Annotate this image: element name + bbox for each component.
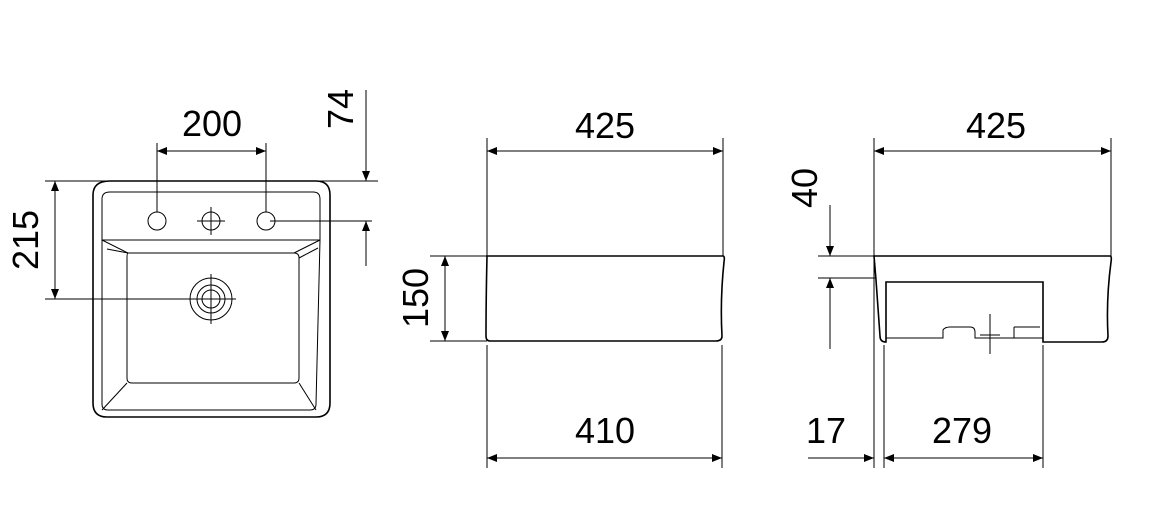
tap-hole-left bbox=[147, 211, 167, 231]
bevel-line bbox=[293, 239, 321, 254]
dim-74: 74 bbox=[320, 89, 361, 129]
dim-425-side: 425 bbox=[966, 105, 1026, 146]
front-view-outline bbox=[485, 255, 726, 342]
front-view: 425 150 410 bbox=[395, 105, 726, 468]
top-view-outline bbox=[92, 180, 331, 418]
top-view: 200 74 215 bbox=[5, 89, 378, 418]
top-view-bowl-outer bbox=[101, 239, 321, 411]
side-view-inner bbox=[885, 282, 1043, 339]
dim-150: 150 bbox=[395, 268, 436, 328]
side-view-outline bbox=[873, 255, 1113, 343]
dim-410: 410 bbox=[575, 410, 635, 451]
dim-200: 200 bbox=[182, 103, 242, 144]
side-view: 425 40 17 279 bbox=[784, 105, 1113, 468]
bevel-line bbox=[298, 247, 319, 259]
dim-279: 279 bbox=[932, 410, 992, 451]
bevel-line bbox=[298, 382, 317, 411]
bevel-line bbox=[106, 248, 129, 254]
bevel-line bbox=[101, 382, 128, 411]
dim-40: 40 bbox=[784, 168, 825, 208]
dim-215: 215 bbox=[5, 210, 46, 270]
top-view-bowl-inner bbox=[126, 252, 300, 384]
dim-17: 17 bbox=[806, 410, 846, 451]
bevel-line bbox=[101, 239, 129, 254]
dim-425-front: 425 bbox=[575, 105, 635, 146]
